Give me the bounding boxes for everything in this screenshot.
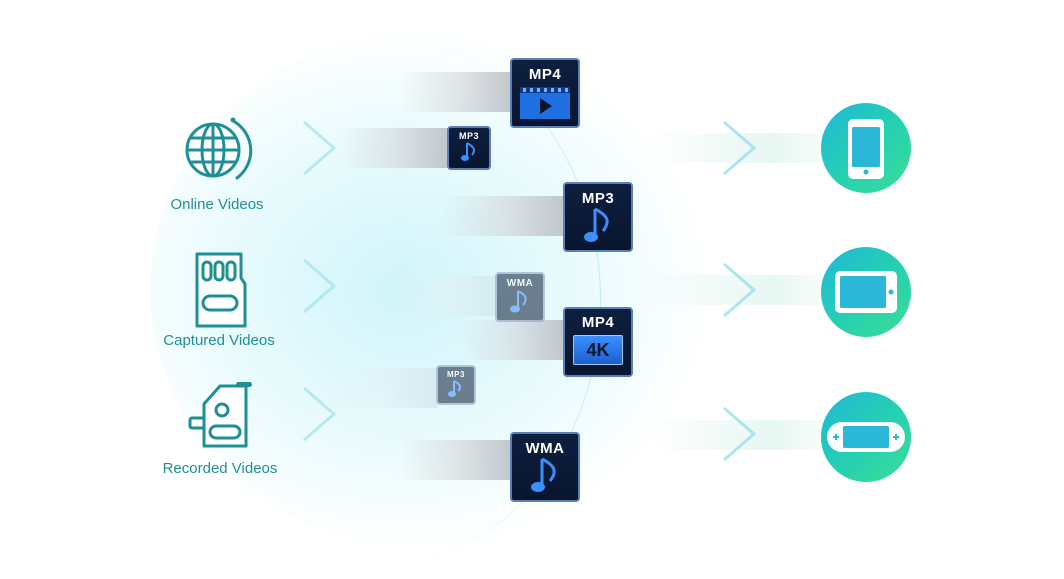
format-tile-wma: WMA (495, 272, 545, 322)
music-note-icon (461, 142, 476, 161)
source-label: Recorded Videos (162, 460, 278, 477)
tablet-icon (835, 271, 897, 313)
device-game-console (821, 392, 911, 482)
format-tile-mp4-4k: MP4 4K (563, 307, 633, 377)
arrow-right-icon (723, 406, 757, 462)
format-label: MP3 (447, 370, 465, 379)
device-tablet (821, 247, 911, 337)
motion-streak (650, 133, 850, 163)
format-tile-wma: WMA (510, 432, 580, 502)
source-recorded-videos: Recorded Videos (145, 378, 295, 477)
4k-badge: 4K (573, 335, 623, 365)
sd-card-icon (195, 252, 247, 328)
arrow-right-icon (303, 258, 337, 314)
motion-streak (650, 420, 850, 450)
background-arc (180, 40, 601, 560)
smartphone-icon (848, 119, 884, 179)
format-label: MP3 (581, 190, 615, 207)
device-smartphone (821, 103, 911, 193)
music-note-icon (510, 290, 527, 313)
globe-icon (185, 117, 253, 180)
music-note-icon (584, 207, 609, 242)
motion-trail (320, 368, 437, 408)
motion-trail (400, 72, 512, 112)
format-label: WMA (525, 440, 565, 457)
motion-streak (650, 275, 850, 305)
motion-trail (340, 128, 448, 168)
arrow-right-icon (303, 386, 337, 442)
camcorder-icon (188, 382, 252, 448)
arrow-right-icon (723, 120, 757, 176)
motion-trail (400, 440, 512, 480)
source-label: Captured Videos (163, 332, 275, 349)
source-captured-videos: Captured Videos (144, 250, 294, 349)
format-tile-mp3: MP3 (563, 182, 633, 252)
game-console-icon (827, 422, 905, 452)
arrow-right-icon (723, 262, 757, 318)
motion-trail (440, 196, 564, 236)
format-label: MP4 (581, 314, 615, 331)
format-label: MP3 (458, 131, 479, 141)
format-label: MP4 (528, 66, 562, 83)
source-online-videos: Online Videos (142, 114, 292, 213)
format-tile-mp3: MP3 (436, 365, 476, 405)
format-tile-mp4: MP4 (510, 58, 580, 128)
video-player-icon (520, 87, 570, 119)
source-label: Online Videos (170, 196, 264, 213)
music-note-icon (448, 380, 462, 397)
format-tile-mp3: MP3 (447, 126, 491, 170)
format-label: WMA (506, 278, 534, 289)
motion-trail (390, 276, 496, 316)
music-note-icon (531, 457, 556, 492)
motion-trail (460, 320, 564, 360)
arrow-right-icon (303, 120, 337, 176)
